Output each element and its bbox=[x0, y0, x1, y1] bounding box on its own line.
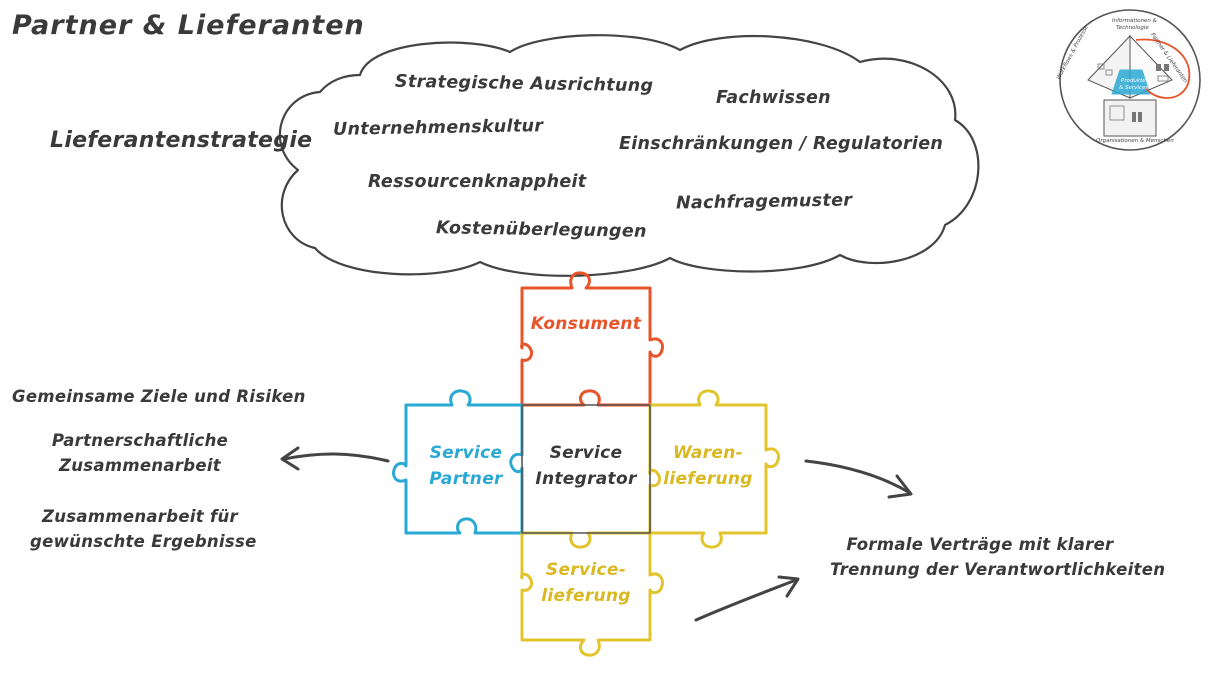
arrow-head-right bbox=[887, 474, 913, 499]
emblem-label-center2: & Services bbox=[1119, 85, 1149, 91]
cloud-item-unternehmenskultur: Unternehmenskultur bbox=[332, 116, 544, 140]
emblem-label-top2: Technologie bbox=[1116, 25, 1149, 31]
arrow-to-left bbox=[282, 452, 390, 463]
puzzle-label-service-integrator-line2: Integrator bbox=[535, 469, 637, 489]
emblem-label-bottom: Organisationen & Menschen bbox=[1096, 138, 1174, 144]
cloud-item-fachwissen: Fachwissen bbox=[716, 88, 831, 108]
page-title: Partner & Lieferanten bbox=[12, 10, 365, 41]
emblem-label-top: Informationen & bbox=[1112, 18, 1157, 24]
arrow-bottom-right bbox=[694, 578, 798, 622]
right-item-formale-vertraege: Formale Verträge mit klarer Trennung der… bbox=[830, 532, 1166, 582]
framework-emblem: Informationen & Technologie Workflows & … bbox=[1056, 8, 1202, 152]
strategy-label: Lieferantenstrategie bbox=[50, 128, 313, 153]
puzzle-piece-warenlieferung bbox=[648, 389, 780, 549]
strategy-cloud bbox=[278, 34, 980, 277]
puzzle-label-servicelieferung-line2: lieferung bbox=[541, 586, 631, 606]
left-item-zusammenarbeit-ergebnisse: Zusammenarbeit für gewünschte Ergebnisse bbox=[30, 504, 257, 554]
left-item-partnerschaftliche-line1: Partnerschaftliche bbox=[51, 431, 229, 450]
emblem-label-center: Produkte bbox=[1121, 78, 1146, 84]
puzzle-label-servicelieferung: Service- lieferung bbox=[526, 557, 646, 609]
puzzle-label-konsument: Konsument bbox=[530, 314, 642, 334]
cloud-item-nachfragemuster: Nachfragemuster bbox=[675, 190, 853, 214]
puzzle-label-service-integrator-line1: Service bbox=[549, 443, 623, 463]
emblem-graphic bbox=[1059, 9, 1201, 151]
left-item-zusammenarbeit-line1: Zusammenarbeit für bbox=[41, 507, 238, 526]
cloud-item-kostenueberlegungen: Kostenüberlegungen bbox=[435, 218, 647, 242]
left-item-partnerschaftliche-zusammenarbeit: Partnerschaftliche Zusammenarbeit bbox=[30, 428, 250, 478]
left-item-partnerschaftliche-line2: Zusammenarbeit bbox=[58, 456, 221, 475]
right-item-formale-line2: Trennung der Verantwortlichkeiten bbox=[830, 560, 1166, 579]
right-item-formale-line1: Formale Verträge mit klarer bbox=[846, 535, 1114, 554]
puzzle-label-service-partner-line1: Service bbox=[429, 443, 503, 463]
puzzle-label-service-partner: Service Partner bbox=[416, 440, 516, 492]
arrow-head-bottom-right bbox=[777, 575, 800, 598]
cloud-item-ressourcenknappheit: Ressourcenknappheit bbox=[368, 172, 587, 192]
puzzle-label-warenlieferung: Waren- lieferung bbox=[656, 440, 760, 492]
puzzle-piece-konsument bbox=[520, 271, 664, 407]
arrow-to-right bbox=[804, 459, 912, 495]
puzzle-label-warenlieferung-line2: lieferung bbox=[663, 469, 753, 489]
puzzle-label-servicelieferung-line1: Service- bbox=[545, 560, 627, 580]
puzzle-label-warenlieferung-line1: Waren- bbox=[673, 443, 743, 463]
puzzle-label-service-partner-line2: Partner bbox=[429, 469, 503, 489]
left-item-gemeinsame-ziele: Gemeinsame Ziele und Risiken bbox=[12, 387, 306, 406]
puzzle-piece-servicelieferung bbox=[520, 531, 664, 657]
left-item-zusammenarbeit-line2: gewünschte Ergebnisse bbox=[30, 532, 257, 551]
puzzle-piece-service-integrator bbox=[521, 404, 651, 534]
arrow-head-left bbox=[280, 446, 300, 471]
puzzle-label-service-integrator: Service Integrator bbox=[526, 440, 646, 492]
cloud-item-einschraenkungen: Einschränkungen / Regulatorien bbox=[619, 134, 944, 154]
